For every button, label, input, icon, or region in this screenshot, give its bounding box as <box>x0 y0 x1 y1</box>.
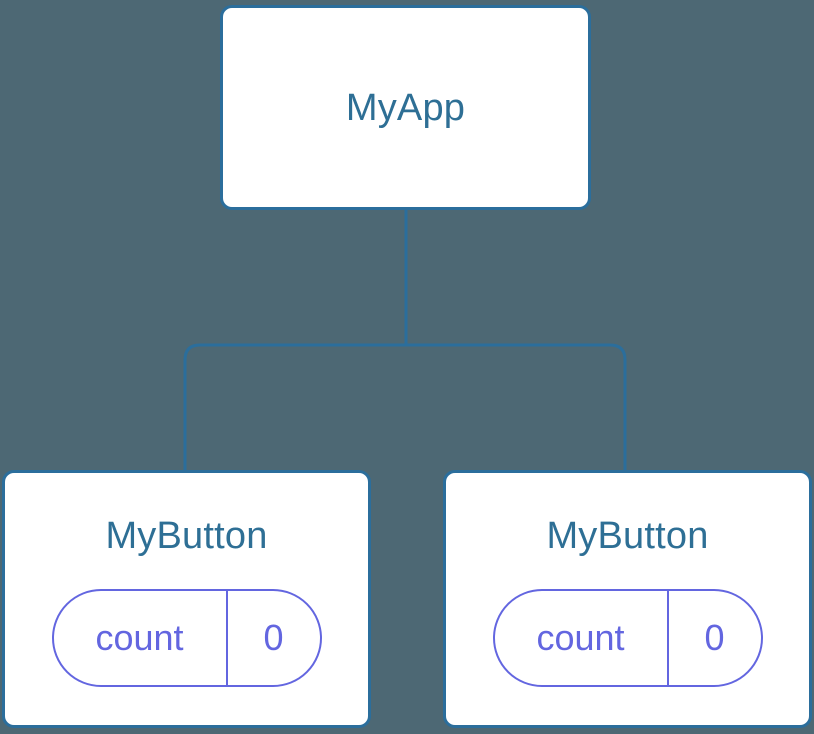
state-pill-2[interactable]: count 0 <box>492 589 763 687</box>
node-mybutton-1[interactable]: MyButton count 0 <box>2 470 371 728</box>
node-myapp-label: MyApp <box>345 86 466 129</box>
node-myapp[interactable]: MyApp <box>220 5 591 210</box>
state-pill-2-key: count <box>495 591 669 685</box>
edge-root-to-child-left <box>183 343 406 472</box>
state-pill-2-value: 0 <box>704 617 725 658</box>
state-pill-1[interactable]: count 0 <box>51 589 322 687</box>
node-mybutton-1-label: MyButton <box>105 515 268 557</box>
node-mybutton-2-label: MyButton <box>546 515 709 557</box>
state-pill-1-value: 0 <box>263 617 284 658</box>
state-pill-1-key: count <box>54 591 228 685</box>
edge-root-to-child-right <box>406 343 627 472</box>
node-mybutton-2[interactable]: MyButton count 0 <box>443 470 812 728</box>
